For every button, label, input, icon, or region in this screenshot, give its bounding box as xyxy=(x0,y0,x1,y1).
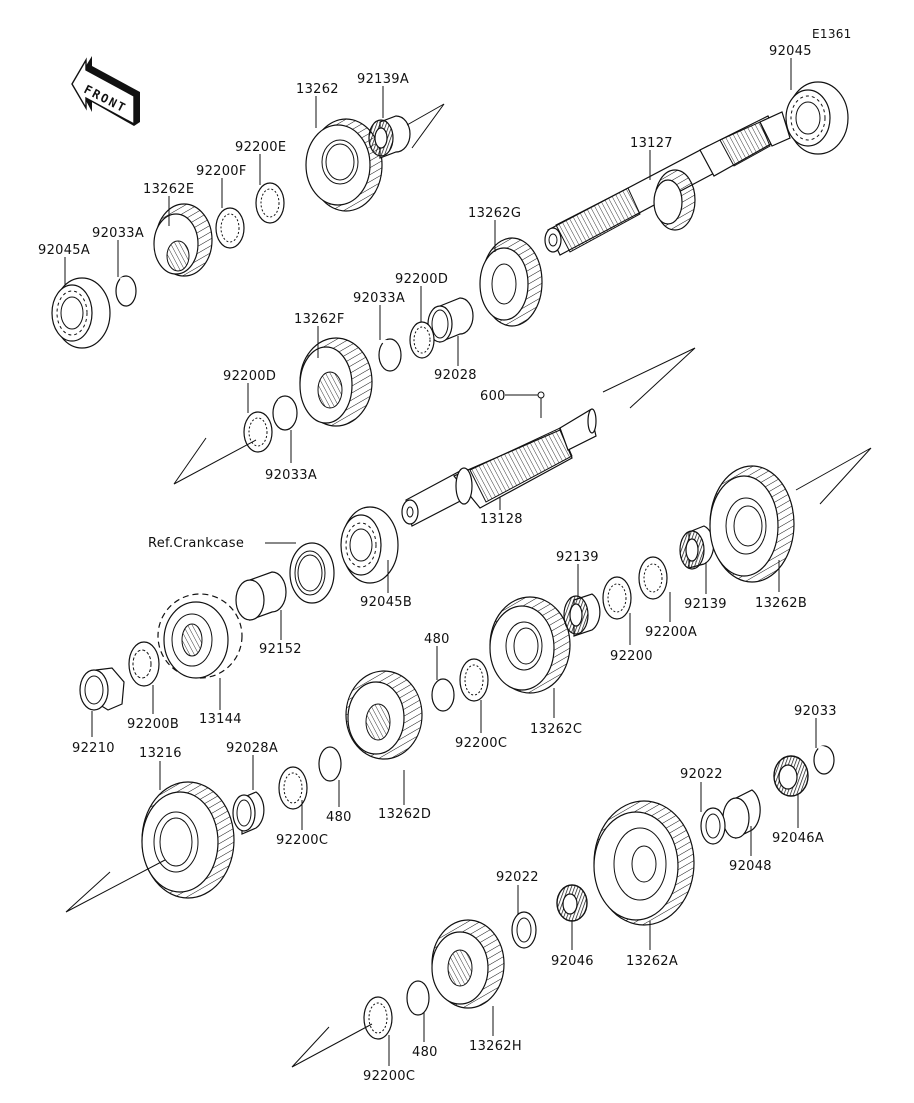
bearing-92045A[interactable] xyxy=(51,277,111,349)
circlip-480-lower[interactable] xyxy=(318,746,342,782)
label-92139A: 92139A xyxy=(357,72,409,87)
label-92200D-upper: 92200D xyxy=(395,272,448,287)
label-92046A: 92046A xyxy=(772,831,824,846)
collar-92048[interactable] xyxy=(722,789,761,839)
label-92033A-top: 92033A xyxy=(92,226,144,241)
shaft-13128[interactable] xyxy=(401,408,597,527)
gear-13262E[interactable] xyxy=(153,203,213,277)
label-92048: 92048 xyxy=(729,859,772,874)
label-92045: 92045 xyxy=(769,44,812,59)
label-480-middle: 480 xyxy=(424,632,450,647)
washer-92200D-lower[interactable] xyxy=(243,411,273,453)
label-92210: 92210 xyxy=(72,741,115,756)
label-13262D: 13262D xyxy=(378,807,431,822)
circlip-92033A-lower[interactable] xyxy=(272,395,298,431)
label-92200C-middle: 92200C xyxy=(455,736,507,751)
label-480-bottom: 480 xyxy=(412,1045,438,1060)
gear-13262D[interactable] xyxy=(345,670,423,760)
washer-92200D-upper[interactable] xyxy=(409,321,435,359)
label-13262B: 13262B xyxy=(755,596,807,611)
label-13127: 13127 xyxy=(630,136,673,151)
gear-13262A[interactable] xyxy=(593,800,695,926)
circlip-92033A-middle[interactable] xyxy=(378,338,402,372)
needle-bearing-92046A[interactable] xyxy=(773,755,809,797)
needle-bearing-92046[interactable] xyxy=(556,884,588,922)
label-13262G: 13262G xyxy=(468,206,521,221)
label-92152: 92152 xyxy=(259,642,302,657)
bearing-92045[interactable] xyxy=(785,81,849,155)
gear-13262[interactable] xyxy=(305,118,383,212)
label-92033A-lower: 92033A xyxy=(265,468,317,483)
label-480-lower: 480 xyxy=(326,810,352,825)
label-92200A: 92200A xyxy=(645,625,697,640)
collar-92152[interactable] xyxy=(235,571,287,621)
label-92028: 92028 xyxy=(434,368,477,383)
callout-600-marker xyxy=(537,391,545,399)
diagram-code: E1361 xyxy=(812,27,852,41)
bushing-92028[interactable] xyxy=(427,297,474,343)
washer-92200[interactable] xyxy=(602,576,632,620)
circlip-480-middle[interactable] xyxy=(431,678,455,712)
label-92045A: 92045A xyxy=(38,243,90,258)
bushing-92028A[interactable] xyxy=(232,791,265,835)
bearing-92045B[interactable] xyxy=(340,506,399,584)
washer-92200C-lower-left[interactable] xyxy=(278,766,308,810)
label-92028A: 92028A xyxy=(226,741,278,756)
gear-13262G[interactable] xyxy=(479,237,543,327)
label-92033: 92033 xyxy=(794,704,837,719)
washer-92200A[interactable] xyxy=(638,556,668,600)
label-92200D-lower: 92200D xyxy=(223,369,276,384)
washer-92200C-bottom[interactable] xyxy=(363,996,393,1040)
washer-92022-lower[interactable] xyxy=(511,911,537,949)
label-13216: 13216 xyxy=(139,746,182,761)
label-ref-crankcase: Ref.Crankcase xyxy=(148,536,244,551)
label-13262E: 13262E xyxy=(143,182,194,197)
label-13144: 13144 xyxy=(199,712,242,727)
label-92139-right: 92139 xyxy=(684,597,727,612)
label-92022-upper: 92022 xyxy=(680,767,723,782)
label-92200C-bottom: 92200C xyxy=(363,1069,415,1084)
label-92200F: 92200F xyxy=(196,164,247,179)
needle-bearing-92139A[interactable] xyxy=(368,115,411,159)
needle-bearing-92139-left[interactable] xyxy=(563,593,601,637)
label-92046: 92046 xyxy=(551,954,594,969)
gear-13262C[interactable] xyxy=(489,596,571,694)
label-600: 600 xyxy=(480,389,506,404)
gear-13262F[interactable] xyxy=(299,337,373,427)
washer-92200E[interactable] xyxy=(255,182,285,224)
washer-92200F[interactable] xyxy=(215,207,245,249)
shaft-13127[interactable] xyxy=(544,111,791,256)
label-92200: 92200 xyxy=(610,649,653,664)
oil-seal-ref-crankcase[interactable] xyxy=(289,542,335,604)
washer-92022-upper[interactable] xyxy=(700,807,726,845)
sprocket-13144[interactable] xyxy=(157,593,243,679)
label-92045B: 92045B xyxy=(360,595,412,610)
needle-bearing-92139-right[interactable] xyxy=(679,525,715,570)
label-92033A-middle: 92033A xyxy=(353,291,405,306)
label-13262A: 13262A xyxy=(626,954,678,969)
gear-13262H[interactable] xyxy=(431,919,505,1009)
label-13128: 13128 xyxy=(480,512,523,527)
label-13262: 13262 xyxy=(296,82,339,97)
circlip-480-bottom[interactable] xyxy=(406,980,430,1016)
circlip-92033A[interactable] xyxy=(115,275,137,307)
front-arrow-icon: FRONT xyxy=(71,56,140,126)
label-92200C-lower-left: 92200C xyxy=(276,833,328,848)
label-92139-left: 92139 xyxy=(556,550,599,565)
gear-13216[interactable] xyxy=(141,781,235,899)
circlip-92033[interactable] xyxy=(813,745,835,775)
label-92200E: 92200E xyxy=(235,140,286,155)
label-92022-lower: 92022 xyxy=(496,870,539,885)
label-92200B: 92200B xyxy=(127,717,179,732)
gear-13262B[interactable] xyxy=(709,465,795,583)
lock-washer-92200B[interactable] xyxy=(128,641,160,687)
label-13262F: 13262F xyxy=(294,312,345,327)
nut-92210[interactable] xyxy=(79,667,125,711)
washer-92200C-middle[interactable] xyxy=(459,658,489,702)
label-13262H: 13262H xyxy=(469,1039,522,1054)
label-13262C: 13262C xyxy=(530,722,582,737)
